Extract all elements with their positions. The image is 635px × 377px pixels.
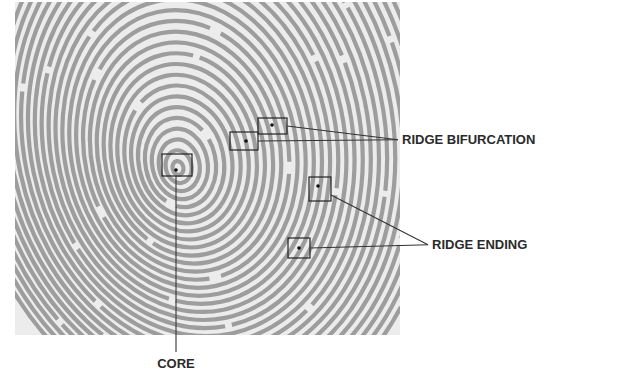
- ridge-line: [15, 2, 400, 335]
- leader-line: [287, 126, 398, 140]
- ridge-line: [15, 2, 400, 335]
- ridge-pattern: [15, 2, 400, 335]
- leader-lines: [176, 126, 428, 352]
- callout-label: RIDGE ENDING: [432, 237, 527, 253]
- minutia-markers: [162, 118, 331, 258]
- ridge-line: [15, 2, 400, 335]
- ridge-line: [15, 2, 400, 335]
- ridge-line: [15, 2, 400, 335]
- ridge-line: [15, 2, 400, 335]
- ridge-line: [15, 2, 400, 335]
- ridge-line: [77, 26, 294, 280]
- marker-dot: [270, 123, 274, 127]
- leader-line: [310, 245, 428, 248]
- ridge-line: [163, 148, 195, 186]
- marker-box: [162, 154, 192, 176]
- leader-line: [331, 195, 428, 245]
- marker-box: [230, 132, 258, 150]
- marker-box: [288, 238, 310, 258]
- ridge-line: [15, 2, 400, 335]
- ridge-line: [34, 2, 343, 328]
- marker-dot: [244, 139, 248, 143]
- callout-label: RIDGE BIFURCATION: [402, 132, 535, 148]
- marker-dot: [174, 168, 178, 172]
- leader-line: [175, 176, 176, 352]
- marker-dot: [316, 184, 320, 188]
- marker-box: [309, 177, 331, 201]
- leader-line: [258, 140, 398, 141]
- ridge-line: [171, 160, 185, 176]
- marker-dot: [297, 246, 301, 250]
- marker-box: [258, 118, 287, 134]
- callout-label: CORE: [157, 356, 195, 372]
- ridge-line: [15, 2, 400, 335]
